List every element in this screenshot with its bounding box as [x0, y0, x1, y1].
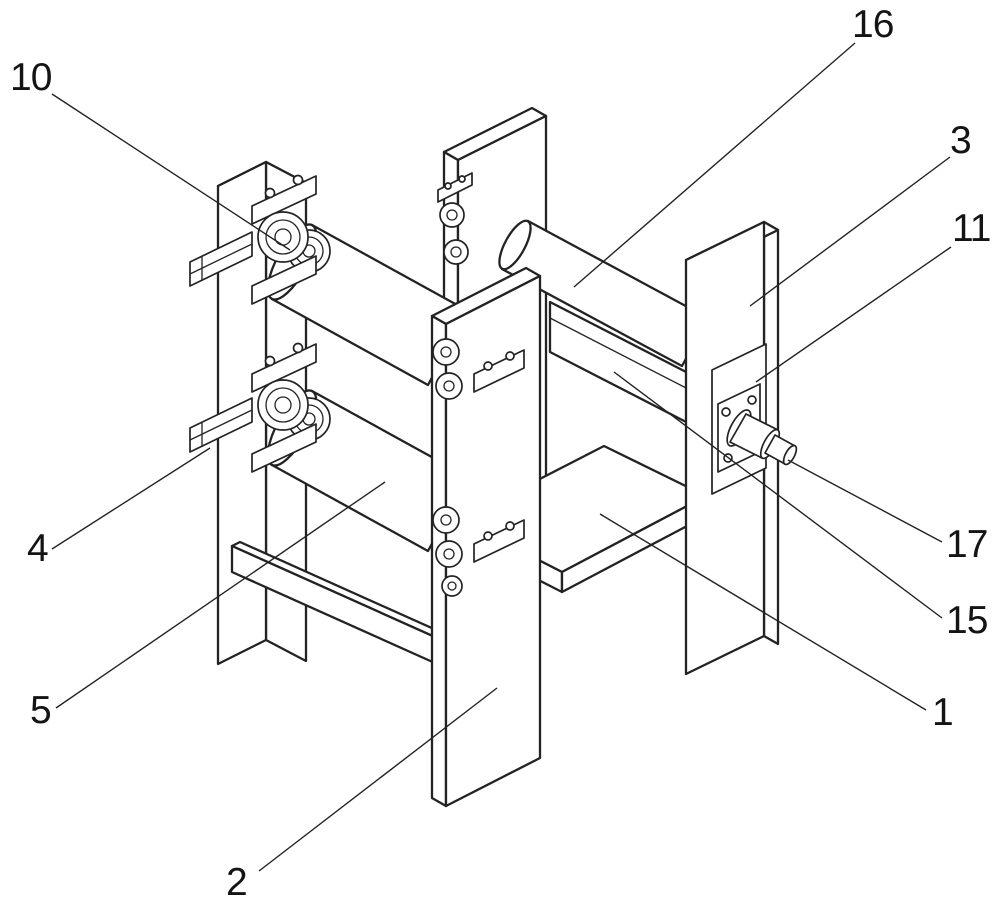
leader-line-11	[755, 246, 952, 383]
leader-line-2	[258, 687, 498, 872]
top-shaft-end-cap	[498, 219, 532, 271]
leader-line-4	[51, 447, 211, 550]
top-shaft	[498, 219, 710, 368]
callout-label-10: 10	[10, 56, 52, 99]
callout-label-16: 16	[852, 3, 894, 46]
callout-label-4: 4	[27, 527, 49, 570]
callout-label-1: 1	[932, 691, 954, 734]
back-plate-guide-rollers	[437, 172, 473, 265]
callout-label-2: 2	[226, 861, 248, 904]
leader-line-15	[613, 371, 943, 619]
leader-line-10	[51, 93, 291, 251]
drive-shaft	[729, 413, 798, 466]
callout-label-11: 11	[952, 207, 991, 250]
upper-guide-pulley	[257, 211, 309, 263]
callout-label-5: 5	[30, 689, 52, 732]
lower-guide-pulley	[257, 379, 309, 431]
lower-guide-assembly	[189, 342, 331, 473]
leader-line-1	[599, 513, 927, 711]
leader-line-17	[787, 459, 943, 543]
callout-label-3: 3	[950, 119, 972, 162]
center-plate-upper-rollers	[432, 338, 525, 400]
callout-label-17: 17	[946, 523, 988, 566]
leader-line-5	[55, 481, 386, 709]
leader-line-3	[749, 156, 951, 307]
center-plate-lower-rollers	[432, 506, 525, 597]
upper-guide-assembly	[189, 174, 331, 305]
leader-lines	[51, 42, 952, 872]
callout-label-15: 15	[946, 599, 988, 642]
leader-line-16	[573, 42, 856, 288]
drive-shaft-end-cap	[782, 444, 798, 466]
